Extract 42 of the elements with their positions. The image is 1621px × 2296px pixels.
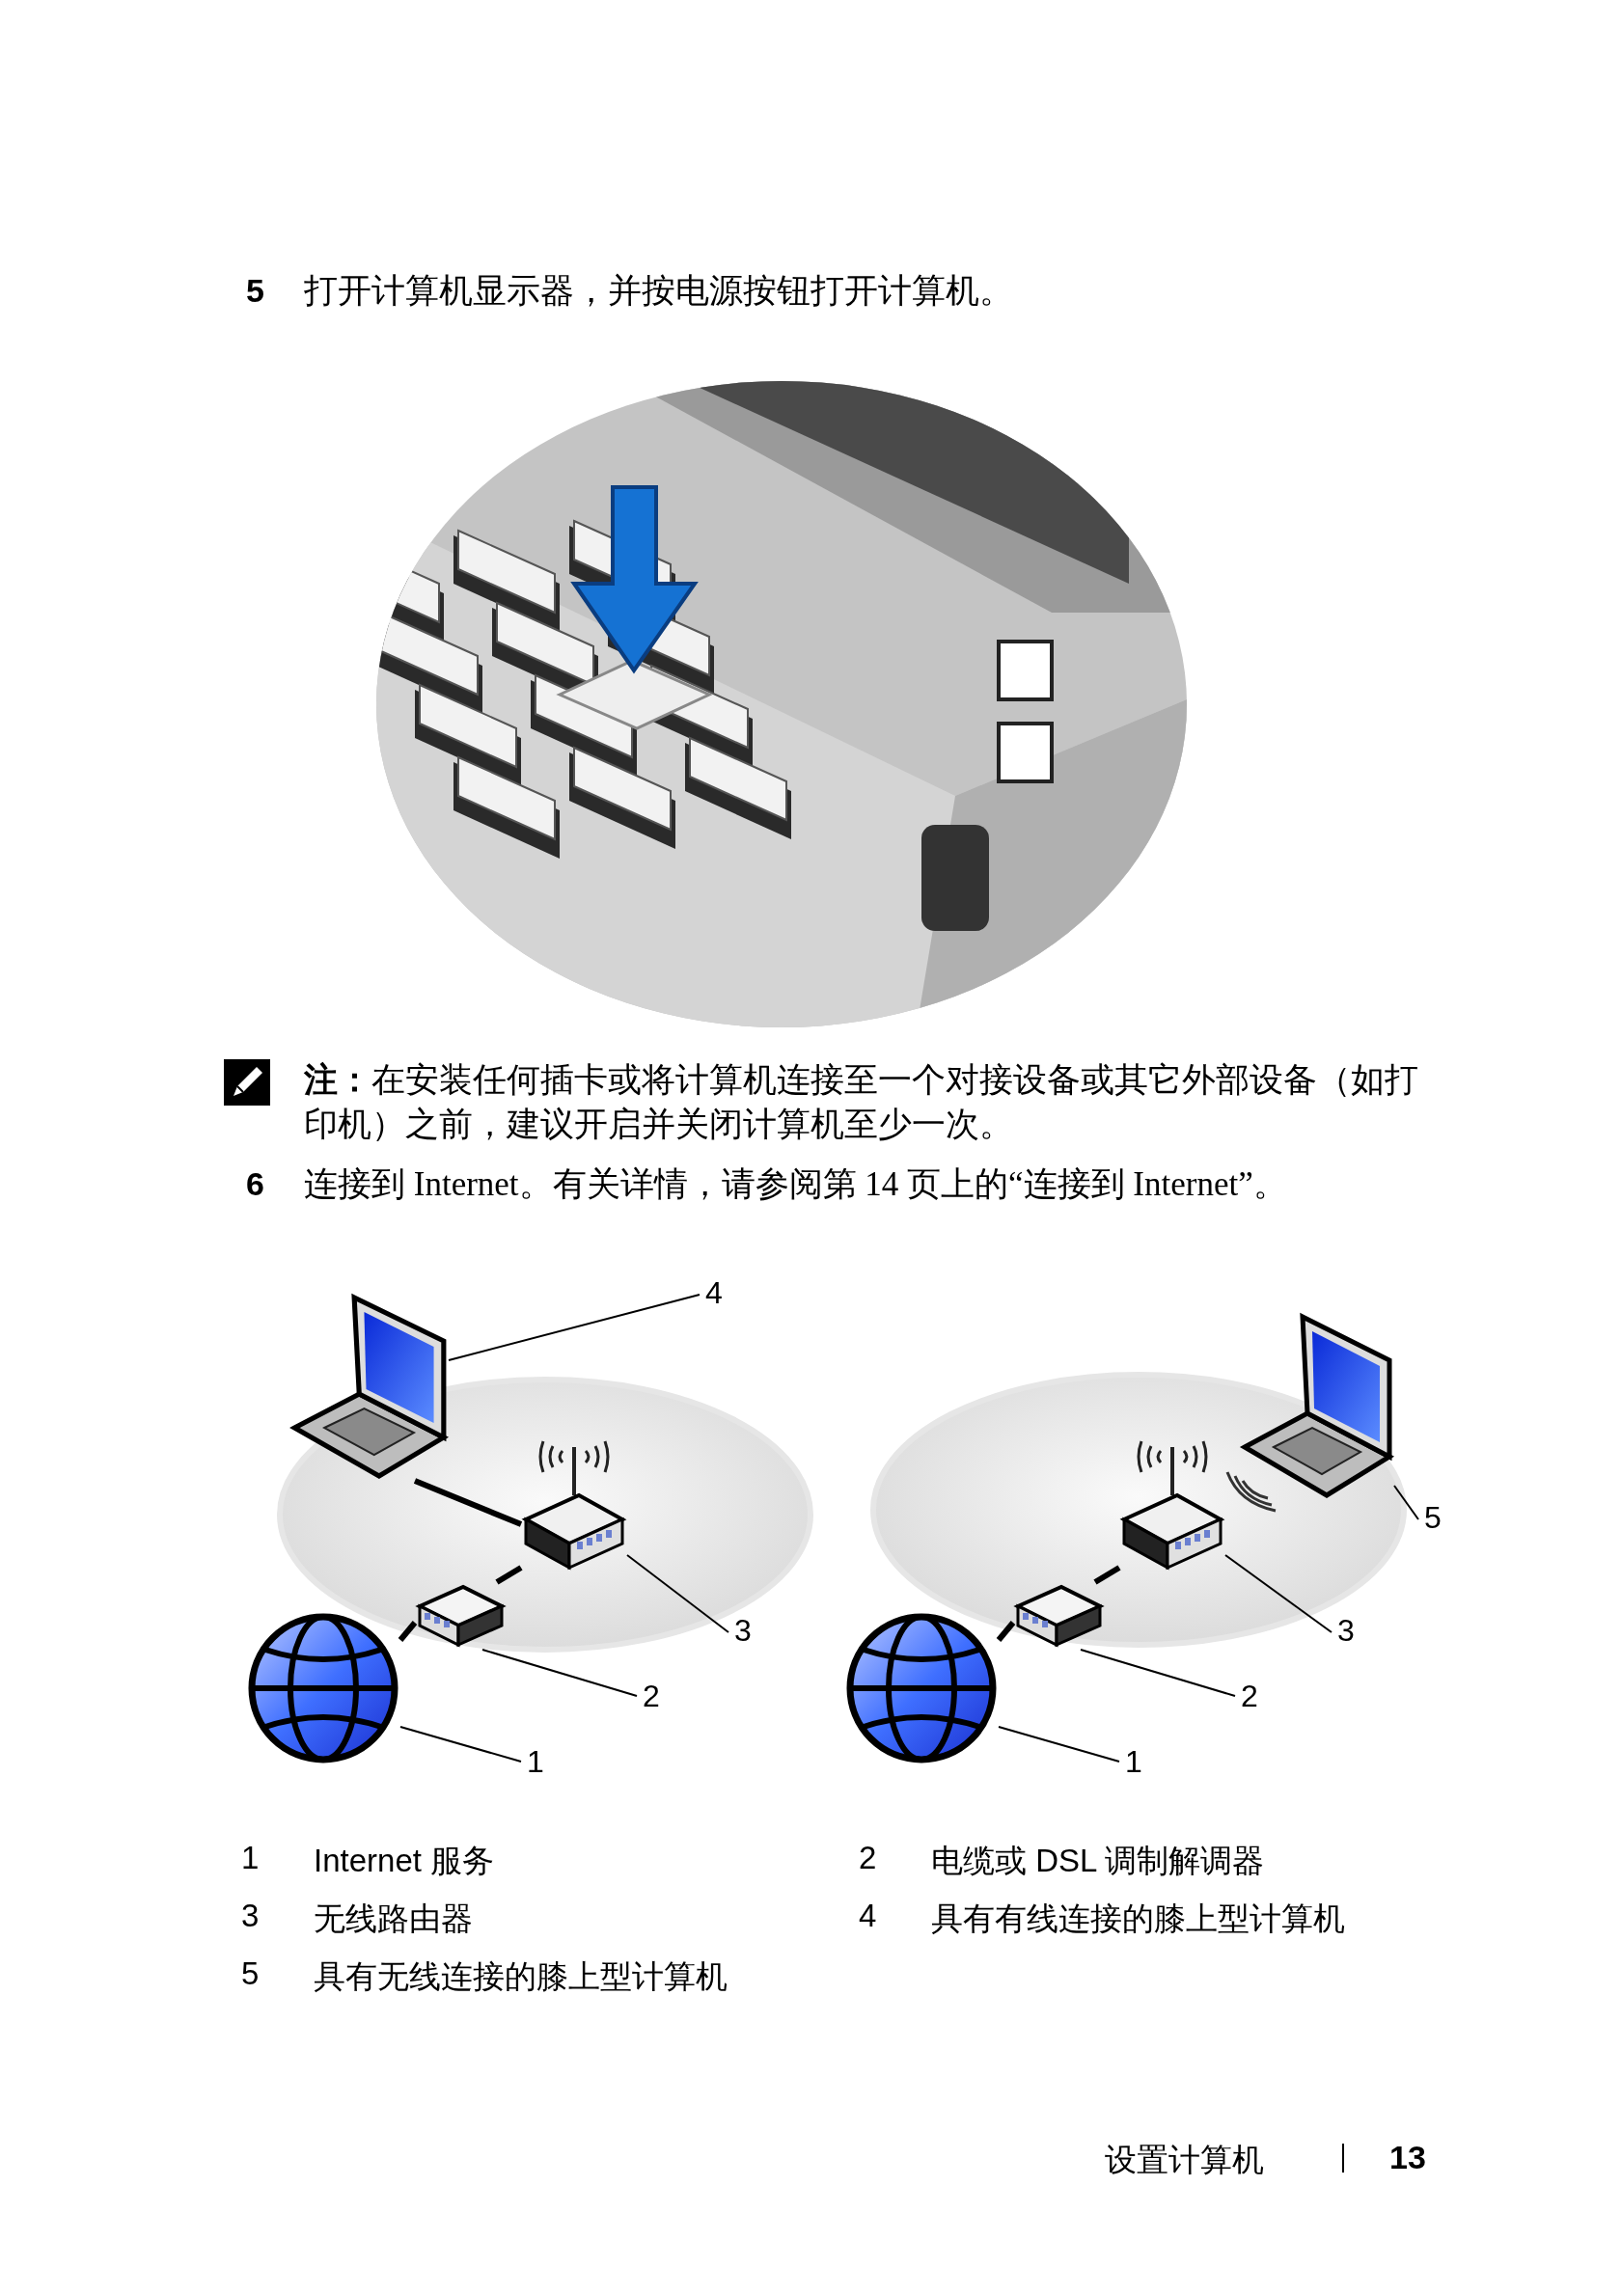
callout-number: 2 [1235, 1679, 1264, 1713]
callout-number: 2 [859, 1840, 877, 1876]
page-number: 13 [1389, 2139, 1426, 2176]
legend-text: 无线路由器 [314, 1900, 473, 1938]
instruction-text: 打开计算机显示器，并按电源按钮打开计算机。 [304, 271, 1013, 312]
cable-line [1093, 1565, 1121, 1585]
globe-icon [844, 1611, 999, 1765]
cable-line [495, 1565, 523, 1585]
leader-line [399, 1726, 522, 1763]
leader-line [1080, 1649, 1236, 1697]
footer-text: 设置计算机 [1105, 2141, 1264, 2179]
legend-text: 电缆或 DSL 调制解调器 [931, 1842, 1265, 1880]
callout-number: 3 [1332, 1613, 1360, 1648]
note-text: 注：在安装任何插卡或将计算机连接至一个对接设备或其它外部设备（如打印机）之前，建议开启并关闭计算机至少一次。 [304, 1060, 1419, 1145]
callout-number: 1 [521, 1744, 550, 1779]
leader-line [1224, 1554, 1333, 1633]
step-number: 6 [246, 1165, 264, 1203]
legend-text: 具有有线连接的膝上型计算机 [931, 1900, 1345, 1938]
callout-number: 3 [241, 1898, 260, 1934]
cable-line [398, 1621, 418, 1642]
cable-line [413, 1478, 523, 1527]
callout-number: 2 [637, 1679, 666, 1713]
callout-number: 5 [1418, 1500, 1447, 1535]
modem-icon [415, 1582, 507, 1650]
callout-number: 1 [241, 1840, 260, 1876]
legend-text: 具有无线连接的膝上型计算机 [314, 1957, 728, 1996]
globe-icon [246, 1611, 400, 1765]
step-number: 5 [246, 272, 264, 310]
leader-line [1393, 1485, 1419, 1520]
leader-line [998, 1726, 1120, 1763]
callout-number: 4 [700, 1275, 728, 1310]
instruction-text: 连接到 Internet。有关详情，请参阅第 14 页上的“连接到 Internet”。 [304, 1164, 1287, 1205]
callout-number: 5 [241, 1955, 260, 1992]
leader-line [626, 1554, 729, 1633]
legend-text: Internet 服务 [314, 1842, 495, 1880]
leader-line [481, 1649, 638, 1697]
callout-number: 4 [859, 1898, 877, 1934]
leader-line [448, 1294, 701, 1361]
cable-line [996, 1621, 1016, 1642]
callout-number: 3 [728, 1613, 757, 1648]
callout-number: 1 [1119, 1744, 1148, 1779]
modem-icon [1013, 1582, 1105, 1650]
